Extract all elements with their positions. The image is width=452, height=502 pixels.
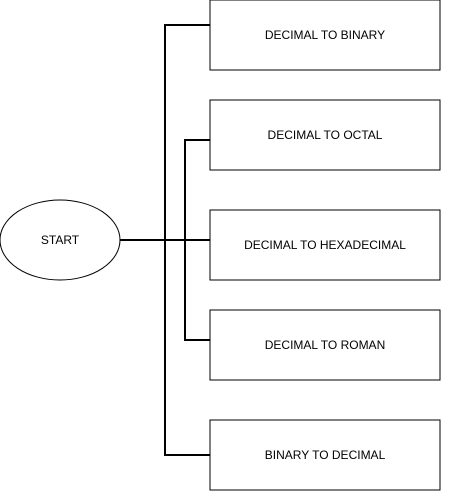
connector-to-binary-to-decimal bbox=[164, 240, 210, 456]
process-box bbox=[209, 99, 441, 171]
connector-to-decimal-to-octal bbox=[184, 139, 210, 240]
process-label: BINARY TO DECIMAL bbox=[265, 448, 386, 462]
process-node-decimal-to-roman: DECIMAL TO ROMAN bbox=[209, 309, 441, 381]
process-node-decimal-to-octal: DECIMAL TO OCTAL bbox=[209, 99, 441, 171]
start-ellipse bbox=[0, 199, 121, 281]
start-node: START bbox=[0, 199, 121, 281]
process-node-decimal-to-binary: DECIMAL TO BINARY bbox=[209, 0, 441, 71]
process-label: DECIMAL TO BINARY bbox=[265, 28, 385, 42]
connector-to-decimal-to-roman bbox=[184, 240, 210, 341]
process-box bbox=[209, 0, 441, 71]
process-node-binary-to-decimal: BINARY TO DECIMAL bbox=[209, 419, 441, 491]
process-box bbox=[209, 209, 441, 281]
process-box bbox=[209, 419, 441, 491]
process-node-decimal-to-hexadecimal: DECIMAL TO HEXADECIMAL bbox=[209, 209, 441, 281]
process-label: DECIMAL TO HEXADECIMAL bbox=[244, 238, 406, 252]
process-label: DECIMAL TO OCTAL bbox=[268, 128, 383, 142]
process-box bbox=[209, 309, 441, 381]
process-label: DECIMAL TO ROMAN bbox=[265, 338, 385, 352]
start-label: START bbox=[41, 233, 80, 247]
connector-to-decimal-to-binary bbox=[164, 24, 210, 240]
connectors bbox=[120, 24, 210, 456]
